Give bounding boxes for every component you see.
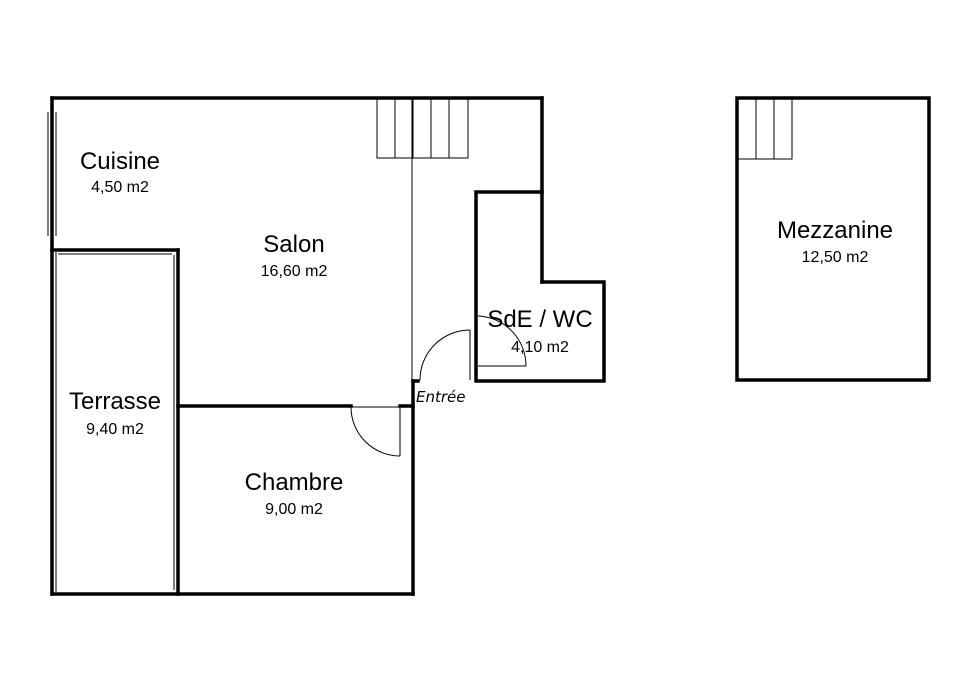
staircase-mezzanine [737, 98, 793, 160]
mezzanine-walls [735, 96, 931, 382]
mezzanine-name: Mezzanine [777, 217, 893, 244]
cuisine-name: Cuisine [80, 148, 160, 175]
entree-label: Entrée [416, 388, 466, 406]
chambre-name: Chambre [245, 469, 344, 496]
entry-door [419, 329, 471, 381]
sde-door [477, 315, 527, 367]
chambre-door [350, 406, 401, 457]
terrasse-glazing [55, 252, 175, 592]
cuisine-window [47, 112, 57, 236]
terrasse-area: 9,40 m2 [86, 421, 144, 438]
salon-name: Salon [263, 231, 324, 258]
salon-area: 16,60 m2 [261, 263, 328, 280]
sde-outer-wall [474, 190, 606, 383]
sde-name: SdE / WC [487, 306, 592, 333]
mezzanine-area: 12,50 m2 [802, 249, 869, 266]
cuisine-area: 4,50 m2 [91, 179, 149, 196]
sde-area: 4,10 m2 [511, 339, 569, 356]
chambre-area: 9,00 m2 [265, 501, 323, 518]
terrasse-name: Terrasse [69, 388, 161, 415]
staircase-main [376, 97, 469, 159]
